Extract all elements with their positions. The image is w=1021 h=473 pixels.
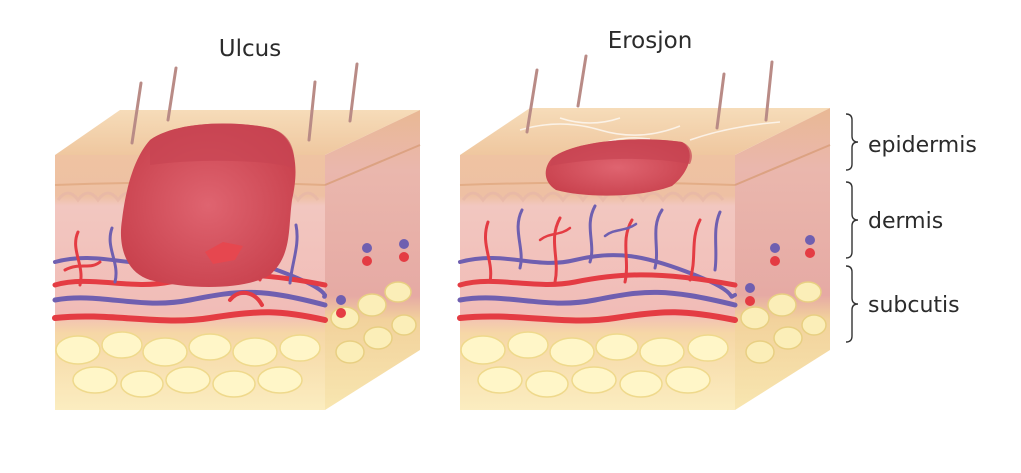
layer-label-epidermis: epidermis [868, 133, 977, 158]
layer-braces [846, 114, 858, 342]
subcutis-brace [846, 266, 858, 342]
ulcus-title: Ulcus [219, 36, 281, 62]
layer-label-subcutis: subcutis [868, 293, 960, 318]
ulcus-skin-block [55, 64, 420, 410]
dermis-brace [846, 182, 858, 258]
erosjon-skin-block [460, 56, 830, 410]
erosjon-title: Erosjon [608, 28, 693, 54]
erosjon-side-face [735, 108, 830, 410]
epidermis-brace [846, 114, 858, 170]
layer-label-dermis: dermis [868, 209, 943, 234]
